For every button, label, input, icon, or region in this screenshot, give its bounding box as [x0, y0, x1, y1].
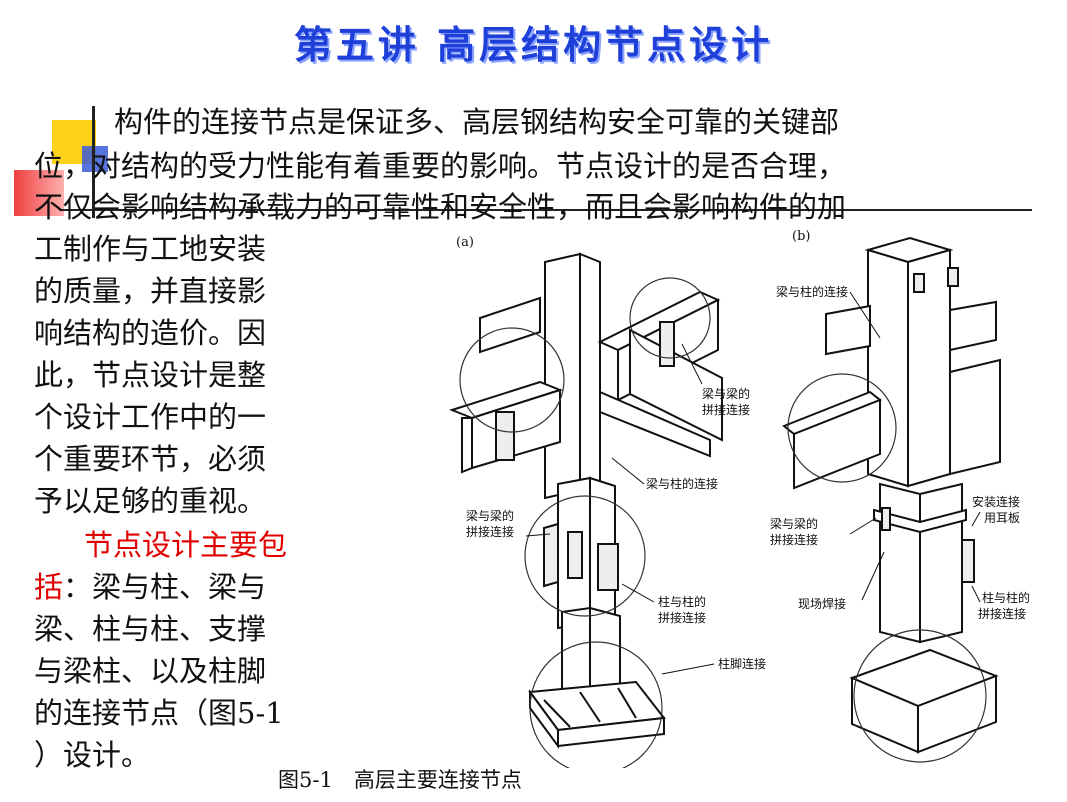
panel-a-label: (a) [456, 235, 474, 250]
list-line-3: 的连接节点（图5-1 [34, 696, 284, 730]
label-column-column-ab: 拼接连接 [658, 610, 706, 625]
paragraph-line-7: 此，节点设计是整 [34, 358, 267, 392]
label-erection-plate-b: 用耳板 [984, 511, 1020, 525]
slide-title: 第五讲 高层结构节点设计 [293, 23, 774, 67]
label-beam-beam-splice-bb: 拼接连接 [770, 532, 818, 547]
label-column-column-aa: 柱与柱的 [658, 594, 706, 609]
label-beam-beam-splice-2b: 拼接连接 [466, 524, 514, 539]
leader-lines [525, 291, 981, 675]
connection-joints-figure: (a) [449, 229, 1030, 768]
label-beam-beam-splice-ba: 梁与梁的 [770, 516, 818, 531]
deco-horizontal-line [60, 209, 1032, 211]
paragraph-line-6: 响结构的造价。因 [34, 316, 267, 350]
column-b [864, 236, 967, 644]
column-base-a [528, 680, 666, 750]
label-column-base: 柱脚连接 [718, 656, 766, 671]
joint-circles-b [787, 373, 987, 763]
label-erection-plate-a: 安装连接 [972, 494, 1020, 509]
highlight-red-text: 节点设计主要包 [84, 528, 288, 562]
label-column-column-ba: 柱与柱的 [982, 590, 1030, 605]
label-column-column-bb: 拼接连接 [978, 606, 1026, 621]
paragraph-line-1: 构件的连接节点是保证多、高层钢结构安全可靠的关键部 [114, 105, 840, 139]
beams-b [782, 300, 1001, 490]
erection-plates-b [881, 267, 975, 583]
highlight-line: 节点设计主要包 [84, 522, 287, 564]
splice-plates-a [495, 321, 675, 591]
paragraph-line-4: 工制作与工地安装 [34, 232, 267, 266]
paragraph-line-3: 不仅会影响结构承载力的可靠性和安全性，而且会影响构件的加 [34, 190, 847, 224]
column-a [544, 252, 621, 700]
panel-b-label: (b) [792, 229, 810, 244]
highlight-red-text-2: 括 [34, 570, 64, 604]
paragraph-line-10: 予以足够的重视。 [34, 484, 267, 518]
list-line-4: ）设计。 [34, 738, 151, 772]
column-base-b [849, 648, 999, 754]
joint-circles-a [459, 277, 711, 768]
paragraph-line-8: 个设计工作中的一 [34, 400, 267, 434]
list-line-2: 与梁柱、以及柱脚 [34, 654, 267, 688]
label-beam-column-b: 梁与柱的连接 [776, 284, 848, 299]
deco-red-square [14, 170, 64, 216]
deco-vertical-line [92, 106, 95, 218]
list-lead-text: ：梁与柱、梁与 [63, 570, 267, 604]
label-beam-beam-splice-1a: 梁与梁的 [702, 386, 750, 401]
paragraph-line-5: 的质量，并直接影 [34, 274, 267, 308]
deco-blue-square [82, 146, 108, 172]
label-beam-column-a: 梁与柱的连接 [646, 476, 718, 491]
list-line-1: 梁、柱与柱、支撑 [34, 612, 267, 646]
figure-caption: 图5-1 高层主要连接节点 [278, 768, 522, 792]
label-field-weld: 现场焊接 [798, 596, 846, 611]
paragraph-line-9: 个重要环节，必须 [34, 442, 267, 476]
list-line-0: 括：梁与柱、梁与 [34, 564, 266, 606]
label-beam-beam-splice-2a: 梁与梁的 [466, 508, 514, 523]
label-beam-beam-splice-1b: 拼接连接 [702, 402, 750, 417]
paragraph-line-2: 位，对结构的受力性能有着重要的影响。节点设计的是否合理， [34, 149, 847, 183]
